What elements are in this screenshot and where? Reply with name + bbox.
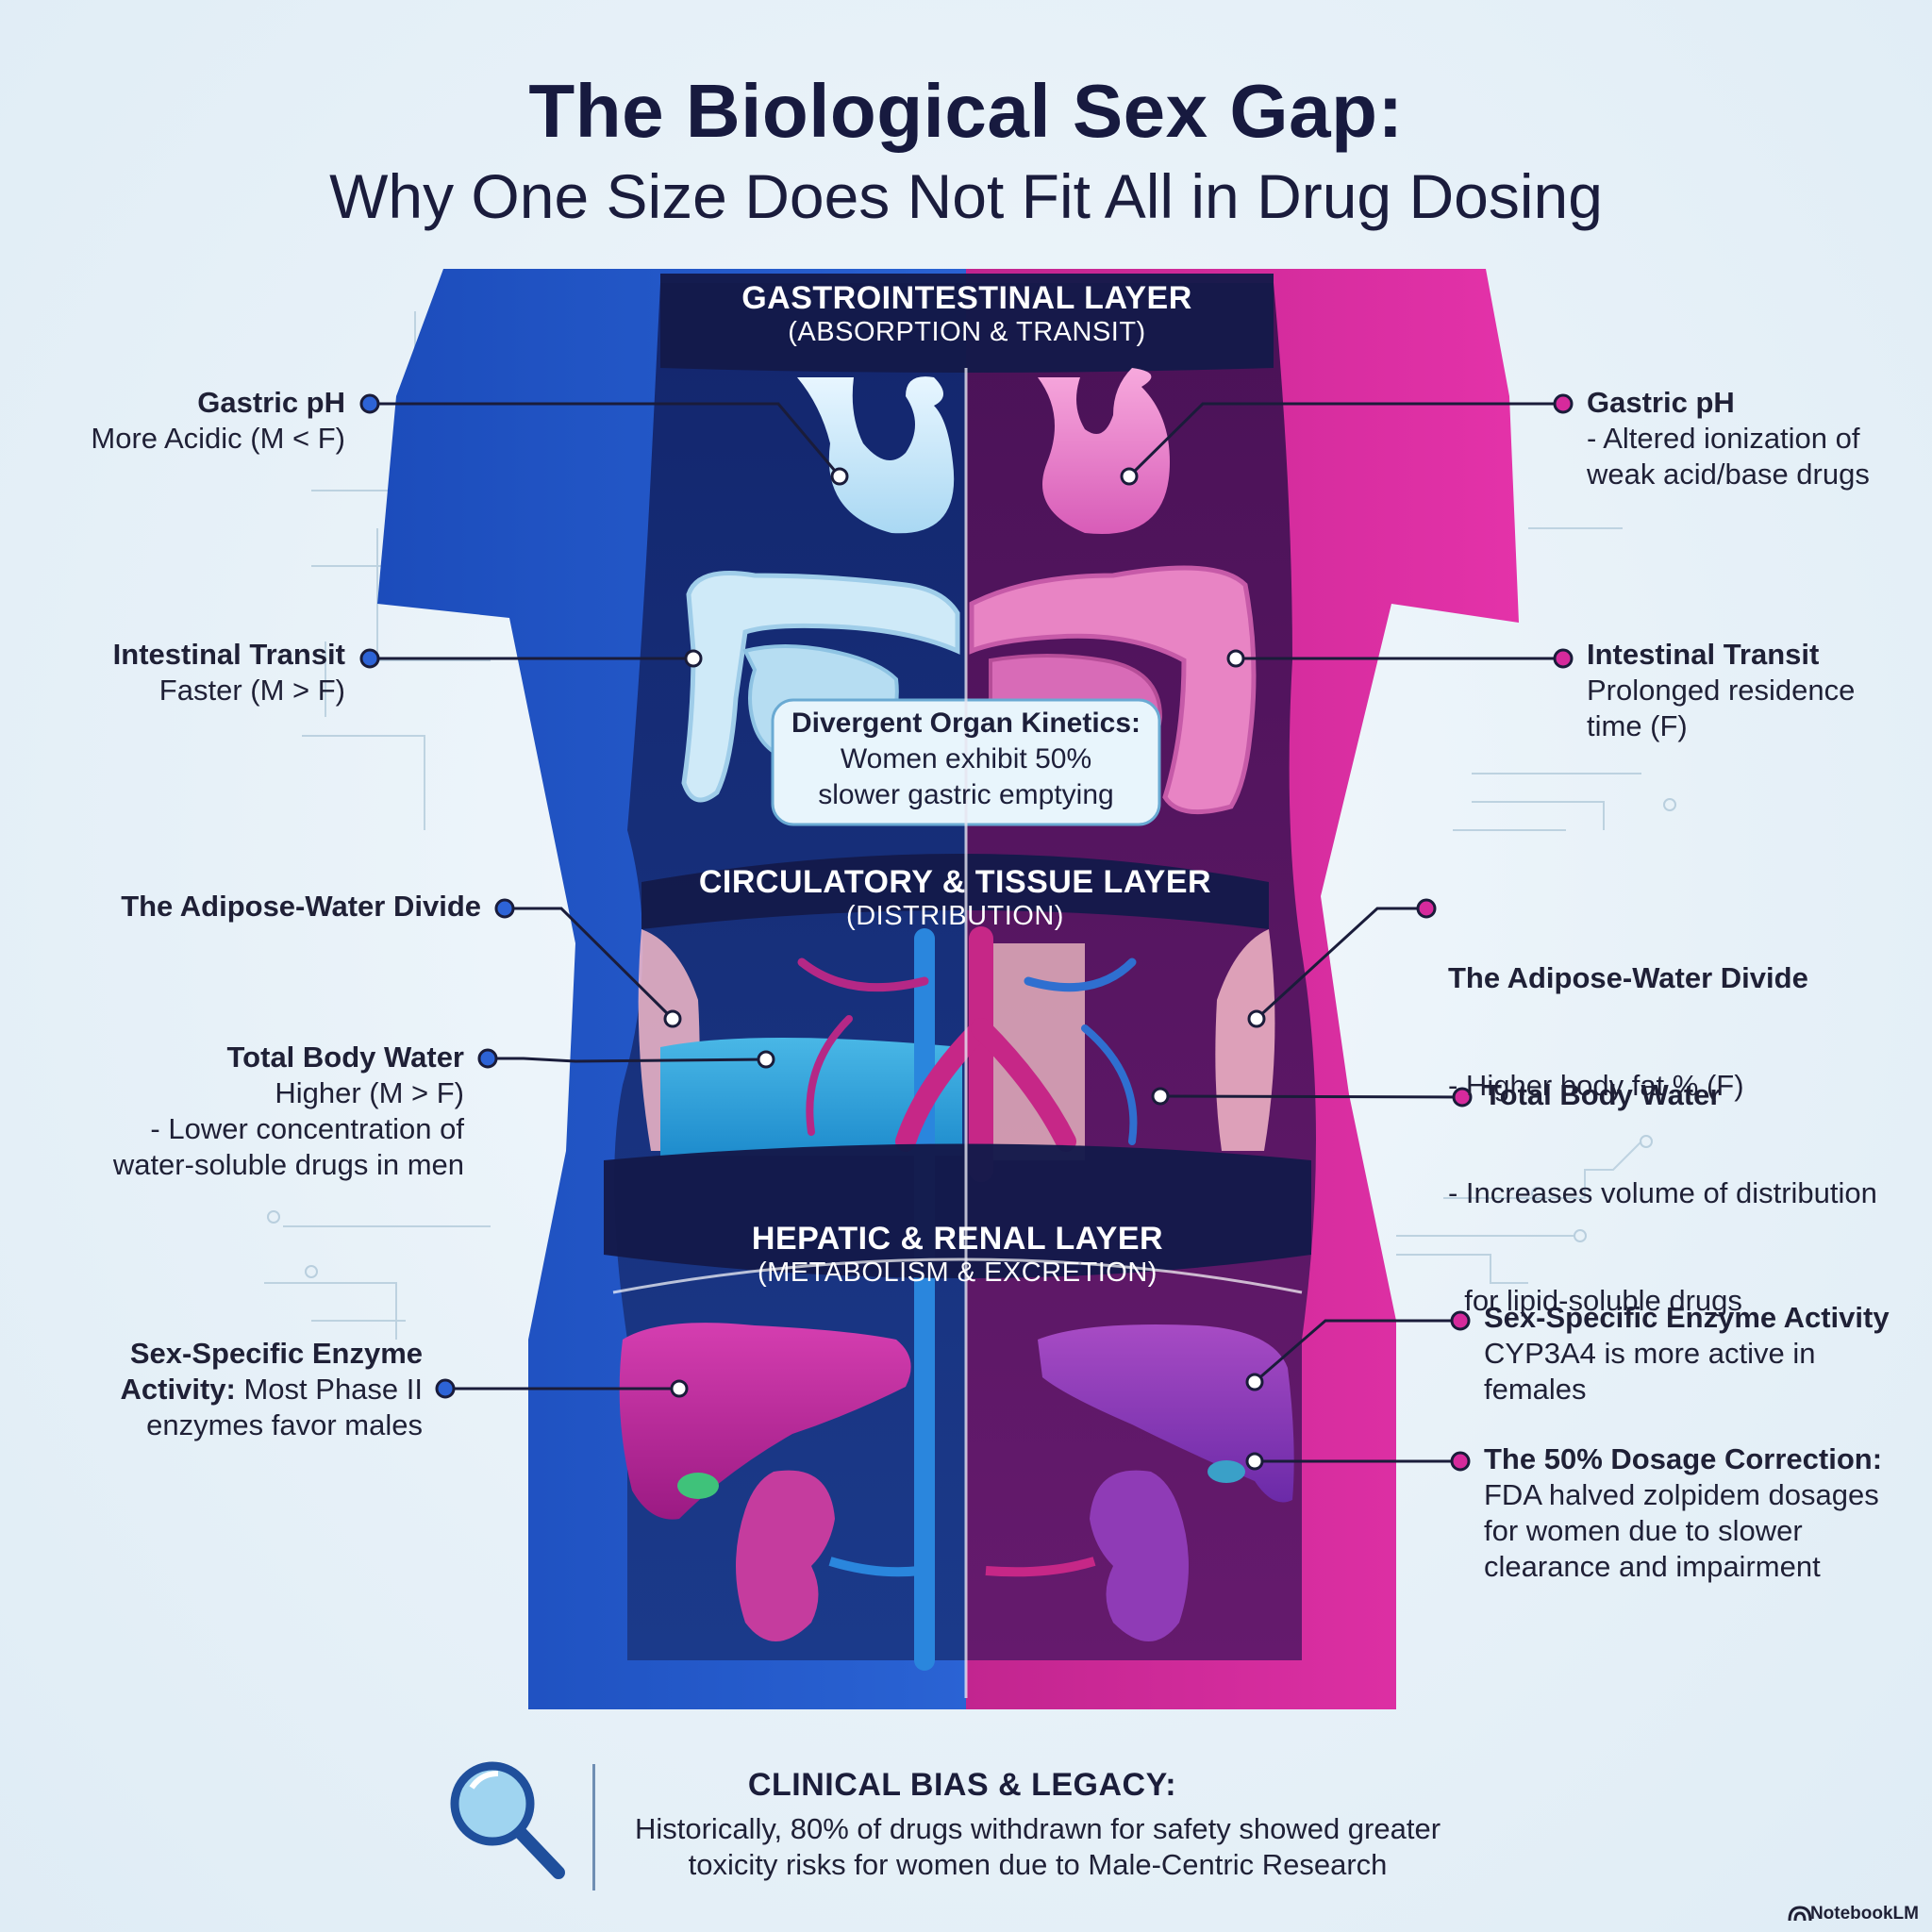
- label-line: CYP3A4 is more active in: [1484, 1337, 1816, 1370]
- label-line: - Increases volume of distribution: [1448, 1176, 1877, 1209]
- label-heading: Intestinal Transit: [112, 638, 345, 671]
- callout-title: Divergent Organ Kinetics:: [791, 708, 1141, 739]
- label-line: Prolonged residence: [1587, 674, 1856, 707]
- label-heading-cont: Activity:: [120, 1373, 236, 1406]
- circulatory-layer-title: CIRCULATORY & TISSUE LAYER: [698, 864, 1212, 900]
- footer-line-1: Historically, 80% of drugs withdrawn for…: [634, 1812, 1441, 1845]
- label-line: clearance and impairment: [1484, 1550, 1821, 1583]
- hepatic-layer-title: HEPATIC & RENAL LAYER: [751, 1221, 1164, 1257]
- right-label-enzyme-activity: Sex-Specific Enzyme Activity CYP3A4 is m…: [1484, 1300, 1918, 1407]
- left-marker-dots: [359, 393, 515, 1399]
- label-heading: The 50% Dosage Correction:: [1484, 1442, 1883, 1475]
- label-line: weak acid/base drugs: [1587, 458, 1870, 491]
- label-heading: Sex-Specific Enzyme Activity: [1484, 1301, 1890, 1334]
- brand-label: NotebookLM: [1809, 1904, 1919, 1924]
- label-line: Faster (M > F): [158, 674, 345, 707]
- footer-line-2: toxicity risks for women due to Male-Cen…: [688, 1848, 1388, 1881]
- label-heading: The Adipose-Water Divide: [1448, 961, 1808, 994]
- label-line: - Higher body fat % (F): [1448, 1069, 1744, 1102]
- label-line: - Lower concentration of: [150, 1112, 464, 1145]
- label-line: time (F): [1587, 709, 1688, 742]
- page-subtitle: Why One Size Does Not Fit All in Drug Do…: [329, 161, 1603, 231]
- right-label-dosage-correction: The 50% Dosage Correction: FDA halved zo…: [1484, 1441, 1918, 1585]
- page-title: The Biological Sex Gap:: [528, 69, 1404, 153]
- label-line: Higher (M > F): [275, 1076, 464, 1109]
- circulatory-layer-label: CIRCULATORY & TISSUE LAYER (DISTRIBUTION…: [641, 864, 1269, 932]
- callout-line-1: Women exhibit 50%: [840, 743, 1092, 774]
- label-heading: Total Body Water: [1484, 1078, 1722, 1111]
- label-line: More Acidic (M < F): [91, 422, 345, 455]
- left-label-total-body-water: Total Body Water Higher (M > F) - Lower …: [38, 1040, 464, 1183]
- circulatory-layer-subtitle: (DISTRIBUTION): [846, 901, 1064, 932]
- hepatic-layer-label: HEPATIC & RENAL LAYER (METABOLISM & EXCR…: [604, 1221, 1311, 1289]
- label-heading: Total Body Water: [226, 1041, 464, 1074]
- left-label-adipose-water: The Adipose-Water Divide: [38, 889, 481, 924]
- label-line: females: [1484, 1373, 1587, 1406]
- gi-layer-label: GASTROINTESTINAL LAYER (ABSORPTION & TRA…: [660, 280, 1274, 348]
- label-heading: Gastric pH: [197, 386, 345, 419]
- hepatic-layer-subtitle: (METABOLISM & EXCRETION): [758, 1257, 1158, 1289]
- right-label-gastric-ph: Gastric pH - Altered ionization of weak …: [1587, 385, 1907, 492]
- notebooklm-logo-icon: [1788, 1906, 1812, 1922]
- gi-layer-title: GASTROINTESTINAL LAYER: [741, 280, 1192, 316]
- label-line: for lipid-soluble drugs: [1448, 1284, 1742, 1317]
- label-line: FDA halved zolpidem dosages: [1484, 1478, 1879, 1511]
- label-inline-text: Most Phase II: [235, 1373, 423, 1406]
- label-line: - Altered ionization of: [1587, 422, 1860, 455]
- footer-heading: CLINICAL BIAS & LEGACY:: [747, 1767, 1177, 1803]
- label-heading: Sex-Specific Enzyme: [129, 1337, 423, 1370]
- right-label-adipose-water: The Adipose-Water Divide - Higher body f…: [1448, 889, 1920, 1355]
- label-line: water-soluble drugs in men: [112, 1148, 464, 1181]
- footer-divider: [592, 1764, 595, 1890]
- left-label-gastric-ph: Gastric pH More Acidic (M < F): [38, 385, 345, 457]
- right-label-intestinal-transit: Intestinal Transit Prolonged residence t…: [1587, 637, 1907, 744]
- label-line: enzymes favor males: [146, 1408, 423, 1441]
- left-label-enzyme-activity: Sex-Specific Enzyme Activity: Most Phase…: [38, 1336, 423, 1443]
- label-line: Activity: Most Phase II: [38, 1372, 423, 1407]
- gi-layer-subtitle: (ABSORPTION & TRANSIT): [788, 317, 1146, 348]
- magnifying-glass-icon: [450, 1761, 565, 1879]
- label-heading: The Adipose-Water Divide: [121, 890, 481, 923]
- label-heading: Gastric pH: [1587, 386, 1735, 419]
- right-marker-dots: [1416, 393, 1574, 1472]
- callout-line-2: slower gastric emptying: [818, 779, 1114, 810]
- label-line: for women due to slower: [1484, 1514, 1803, 1547]
- right-label-total-body-water: Total Body Water: [1484, 1077, 1861, 1113]
- left-label-intestinal-transit: Intestinal Transit Faster (M > F): [38, 637, 345, 708]
- label-heading: Intestinal Transit: [1587, 638, 1820, 671]
- organ-kinetics-callout: Divergent Organ Kinetics: Women exhibit …: [773, 700, 1159, 824]
